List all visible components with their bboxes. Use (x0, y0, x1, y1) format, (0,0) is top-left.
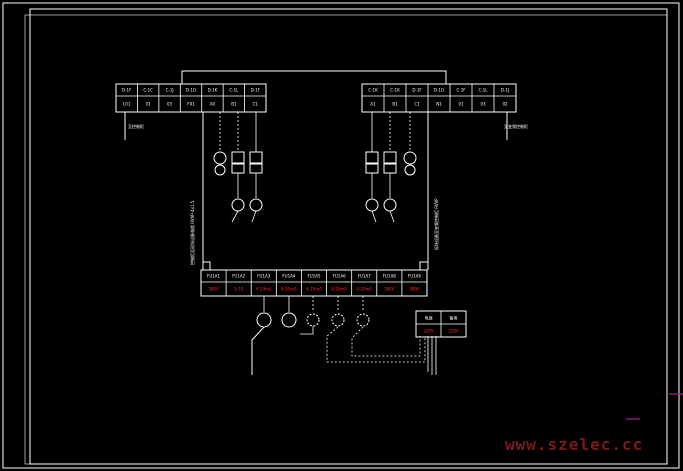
sensor-box-icon (231, 163, 245, 174)
right-terminal-header-cell: D-1G (434, 88, 444, 93)
power-table-value: 220V (448, 329, 459, 334)
left-terminal-header-cell: C-1L (229, 88, 239, 93)
motor-icon (404, 164, 416, 176)
motor-icon (281, 312, 297, 328)
valve-icon (331, 313, 345, 327)
middle-terminal-value-cell: 380V (409, 287, 420, 292)
valve-icon (356, 313, 370, 327)
middle-terminal-header-cell: FU1A2 (232, 274, 246, 279)
middle-terminal-value-cell: 380V (384, 287, 395, 292)
left-vertical-label: 控制柜至现场设备电缆 RVVP-4x1.5 (189, 200, 195, 265)
left-terminal-panel: D-1F L01 C-1C 01 C-1J 03 D-1G F01 D-1K A0 C-1L B1 D-… (115, 83, 267, 113)
right-terminal-header-cell: C-1K (390, 88, 400, 93)
motor-icon (256, 312, 272, 328)
right-terminal-header-cell: C-1F (456, 88, 466, 93)
valve-icon (306, 313, 320, 327)
motor-icon (214, 164, 226, 176)
right-terminal-value-cell: 02 (502, 102, 508, 107)
middle-terminal-header-cell: FU1A5 (307, 274, 321, 279)
right-terminal-value-cell: C1 (414, 102, 420, 107)
power-table: 电源 备用 220V 220V (415, 310, 467, 338)
left-panel-note: 至控制柜 (128, 123, 144, 129)
transmitter-icon (231, 198, 245, 212)
middle-terminal-header-cell: FU1A6 (333, 274, 347, 279)
middle-terminal-value-cell: 4-20mA (356, 287, 372, 292)
right-terminal-value-cell: B1 (392, 102, 398, 107)
pump-icon (403, 151, 417, 165)
middle-terminal-value-cell: 4-20mA (306, 287, 322, 292)
left-terminal-value-cell: B1 (231, 102, 237, 107)
middle-terminal-header-cell: FU1A7 (358, 274, 372, 279)
middle-terminal-value-cell: 4-20mA (331, 287, 347, 292)
right-terminal-value-cell: N1 (436, 102, 442, 107)
sensor-box-icon (365, 163, 379, 174)
left-terminal-value-cell: 01 (146, 102, 152, 107)
pump-icon (213, 151, 227, 165)
transmitter-icon (365, 198, 379, 212)
sensor-box-icon (365, 151, 379, 164)
watermark: www.szelec.cc (505, 435, 643, 454)
left-terminal-value-cell: C1 (253, 102, 259, 107)
sensor-box-icon (249, 151, 263, 164)
left-terminal-header-cell: D-1F (122, 88, 132, 93)
middle-terminal-value-cell: 380V (208, 287, 219, 292)
transmitter-icon (249, 198, 263, 212)
left-terminal-value-cell: L01 (123, 102, 131, 107)
right-terminal-panel: C-1K A1 C-1K B1 D-1F C1 D-1G N1 C-1F 01 C-1L 03 D-1J… (361, 83, 517, 113)
middle-terminal-table: FU1A1 380V FU1A2 0-10 FU1A3 4-20mA FU1A4 4-20mA… (200, 269, 428, 297)
sensor-box-icon (383, 163, 397, 174)
right-vertical-label: 现场设备至变频控制柜 RVVP (433, 198, 439, 250)
middle-terminal-header-cell: FU1A9 (408, 274, 422, 279)
inner-frame-2 (24, 14, 668, 465)
left-terminal-value-cell: F01 (187, 102, 195, 107)
middle-terminal-value-cell: 4-20mA (281, 287, 297, 292)
power-table-header: 电源 (425, 315, 433, 321)
right-join-wire (419, 261, 428, 270)
middle-terminal-header-cell: FU1A3 (257, 274, 271, 279)
left-terminal-header-cell: C-1C (143, 88, 153, 93)
right-terminal-header-cell: C-1L (478, 88, 488, 93)
power-table-header: 备用 (450, 315, 458, 321)
inner-frame (29, 8, 668, 465)
right-terminal-header-cell: D-1F (412, 88, 422, 93)
middle-terminal-header-cell: FU1A8 (383, 274, 397, 279)
right-terminal-value-cell: A1 (370, 102, 376, 107)
left-terminal-value-cell: 03 (167, 102, 173, 107)
left-join-wire (203, 261, 211, 270)
right-panel-note: 至变频控制柜 (504, 123, 528, 129)
right-terminal-header-cell: D-1J (501, 88, 509, 93)
left-terminal-header-cell: D-1F (251, 88, 261, 93)
left-terminal-header-cell: D-1K (208, 88, 218, 93)
right-terminal-header-cell: C-1K (368, 88, 378, 93)
right-field-devices: 现场设备至变频控制柜 RVVP (365, 112, 439, 270)
middle-terminal-header-cell: FU1A4 (282, 274, 296, 279)
transmitter-icon (383, 198, 397, 212)
left-terminal-header-cell: C-1J (166, 88, 174, 93)
right-terminal-value-cell: 03 (480, 102, 486, 107)
sensor-box-icon (383, 151, 397, 164)
top-bus-wire (181, 70, 447, 84)
left-terminal-header-cell: D-1G (186, 88, 196, 93)
middle-terminal-value-cell: 4-20mA (256, 287, 272, 292)
sensor-box-icon (231, 151, 245, 164)
left-field-devices: 控制柜至现场设备电缆 RVVP-4x1.5 (189, 112, 263, 270)
left-terminal-value-cell: A0 (210, 102, 216, 107)
middle-terminal-value-cell: 0-10 (234, 287, 244, 292)
power-table-value: 220V (423, 329, 434, 334)
sensor-box-icon (249, 163, 263, 174)
lower-devices (251, 296, 437, 375)
right-terminal-value-cell: 01 (458, 102, 464, 107)
middle-terminal-header-cell: FU1A1 (207, 274, 221, 279)
